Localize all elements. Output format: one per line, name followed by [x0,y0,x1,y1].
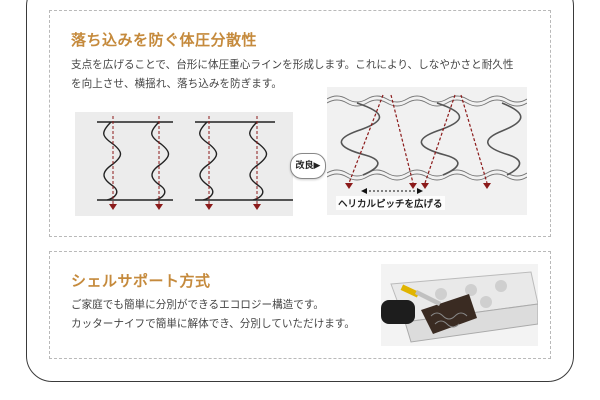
shell-description-line-1: ご家庭でも簡単に分別ができるエコロジー構造です。 [71,299,324,311]
improved-spring-illustration [327,87,527,215]
spring-description-line-1: 支点を広げることで、台形に体圧重心ラインを形成します。これにより、しなやかさと耐… [71,59,514,71]
helical-pitch-label: ヘリカルピッチを広げる [336,196,445,210]
spring-description-line-2: を向上させ、横揺れ、落ち込みを防ぎます。 [71,78,282,90]
shell-description-line-2: カッターナイフで簡単に解体でき、分別していただけます。 [71,318,355,330]
mattress-cut-photo [381,264,538,346]
old-spring-diagram [75,112,293,216]
mattress-cutting-illustration [381,264,538,346]
old-spring-illustration [97,116,293,210]
spring-section-title: 落ち込みを防ぐ体圧分散性 [71,31,258,49]
shell-section-title: シェルサポート方式 [71,272,211,290]
improved-arrow-badge: 改良▶ [290,153,326,179]
improved-spring-photo [327,87,527,215]
